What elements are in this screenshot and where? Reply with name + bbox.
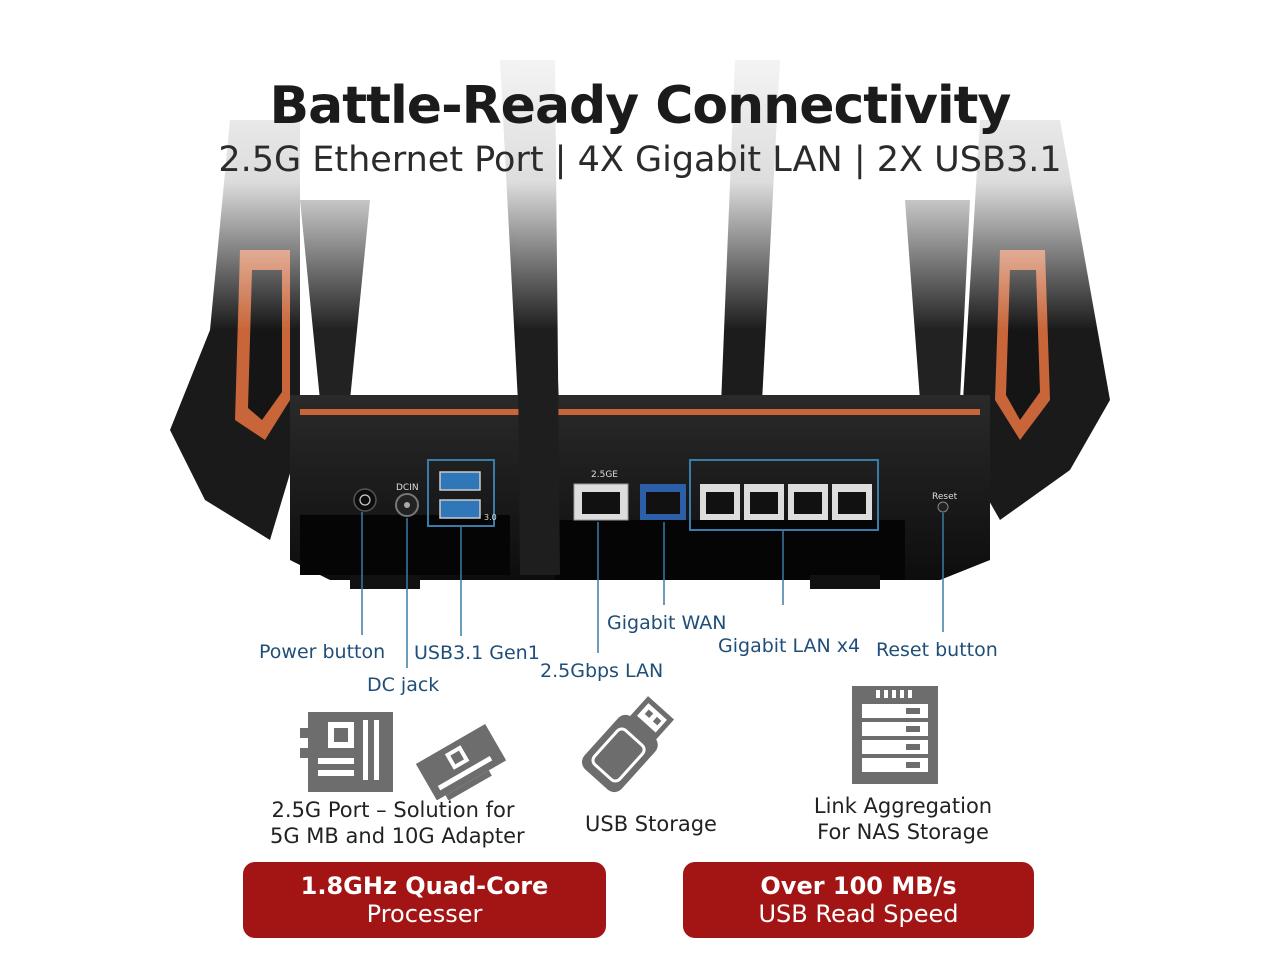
- callout-gigabit-wan: Gigabit WAN: [607, 612, 727, 634]
- feature-link-aggregation-line1: Link Aggregation: [813, 794, 993, 818]
- badge-usb-speed-line2: USB Read Speed: [758, 900, 959, 928]
- usb-storage-icon: [582, 696, 675, 793]
- callout-reset-button: Reset button: [876, 639, 998, 661]
- feature-link-aggregation: Link Aggregation For NAS Storage: [790, 793, 1016, 845]
- page-subtitle: 2.5G Ethernet Port | 4X Gigabit LAN | 2X…: [218, 140, 1062, 180]
- nas-server-icon: [852, 686, 938, 784]
- badge-quad-core-line2: Processer: [366, 900, 483, 928]
- feature-25g-port: 2.5G Port – Solution for 5G MB and 10G A…: [270, 797, 525, 849]
- feature-25g-port-line2: 5G MB and 10G Adapter: [270, 824, 525, 848]
- router-print-25ge: 2.5GE: [591, 470, 618, 480]
- badge-usb-speed-line1: Over 100 MB/s: [760, 872, 957, 900]
- feature-link-aggregation-line2: For NAS Storage: [817, 820, 989, 844]
- network-adapter-icon: [415, 724, 507, 800]
- callout-25gbps-lan: 2.5Gbps LAN: [540, 660, 664, 682]
- router-ports: [353, 459, 949, 531]
- callout-usb: USB3.1 Gen1: [414, 642, 540, 664]
- badge-quad-core-line1: 1.8GHz Quad-Core: [300, 872, 549, 900]
- callout-gigabit-lan-x4: Gigabit LAN x4: [718, 635, 861, 657]
- badge-quad-core: 1.8GHz Quad-Core Processer: [243, 862, 606, 938]
- router-print-usb: 3.0: [484, 513, 497, 522]
- page-title: Battle-Ready Connectivity: [269, 76, 1012, 136]
- callout-dc-jack: DC jack: [367, 674, 440, 696]
- feature-usb-storage-line1: USB Storage: [585, 812, 717, 836]
- router-print-dcin: DCIN: [396, 483, 419, 493]
- callout-lines: [361, 512, 944, 668]
- badge-usb-speed: Over 100 MB/s USB Read Speed: [683, 862, 1034, 938]
- feature-usb-storage: USB Storage: [560, 811, 742, 837]
- router-print-reset: Reset: [932, 492, 958, 502]
- motherboard-icon: [300, 712, 507, 800]
- callout-power-button: Power button: [259, 641, 386, 663]
- feature-25g-port-line1: 2.5G Port – Solution for: [271, 798, 515, 822]
